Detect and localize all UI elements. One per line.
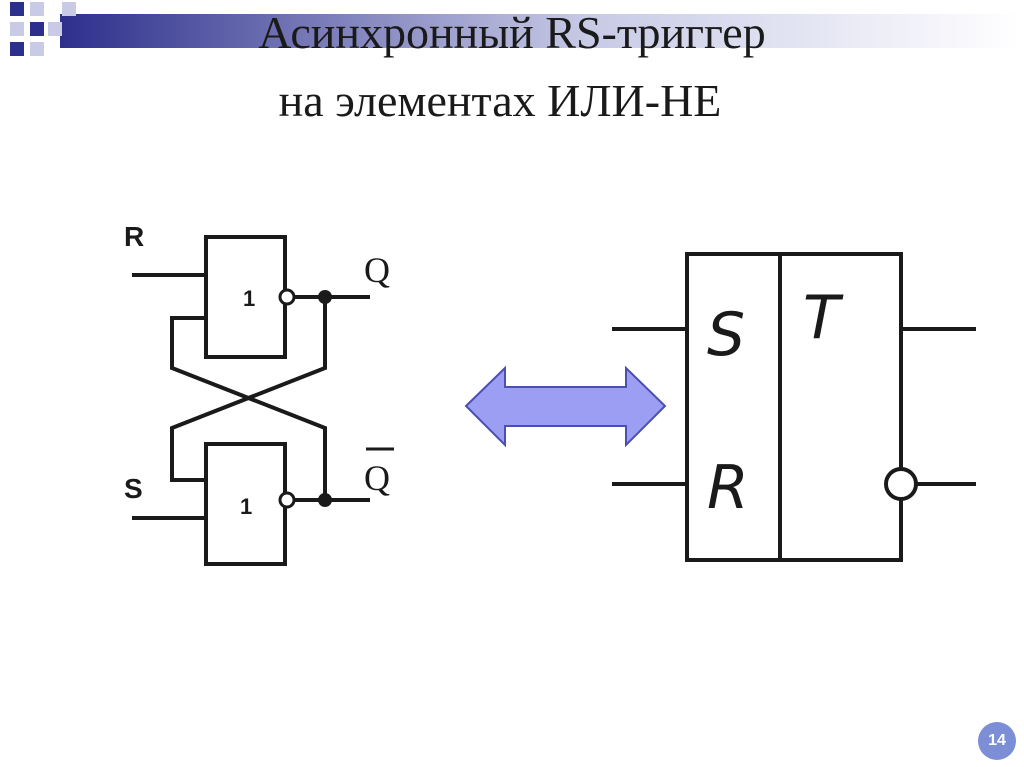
input-s-label: S: [124, 473, 143, 504]
slide-title-line2: на элементах ИЛИ-НЕ: [278, 75, 722, 126]
deco-square: [30, 2, 44, 16]
deco-square: [30, 42, 44, 56]
deco-square: [30, 22, 44, 36]
deco-square: [10, 2, 24, 16]
input-r-label: R: [124, 221, 144, 252]
header-decoration: [10, 2, 1020, 56]
inversion-bubble-top: [278, 288, 296, 306]
equivalence-arrow: [464, 365, 667, 448]
output-qbar-label: Q: [364, 458, 390, 498]
symbol-input-s-label: S: [707, 300, 745, 370]
feedback-wire-top: [170, 316, 327, 502]
gate-top-label: 1: [243, 286, 255, 311]
page-number-badge: 14: [978, 722, 1016, 760]
symbol-input-r-label: R: [707, 453, 749, 523]
deco-square: [62, 2, 76, 16]
deco-square: [48, 22, 62, 36]
junction-dot-bottom: [318, 493, 332, 507]
inversion-bubble-bottom: [278, 491, 296, 509]
deco-square: [10, 42, 24, 56]
title-band: [60, 14, 1020, 48]
deco-square: [10, 22, 24, 36]
slide-title-line1: Асинхронный RS-триггер: [258, 7, 766, 58]
junction-dot-top: [318, 290, 332, 304]
symbol-inversion-bubble: [884, 467, 918, 501]
trigger-symbol-box: [685, 252, 903, 562]
gate-bottom-label: 1: [240, 494, 252, 519]
feedback-wire-bottom: [170, 295, 327, 482]
output-q-label: Q: [364, 250, 390, 290]
symbol-type-label: T: [803, 283, 844, 353]
